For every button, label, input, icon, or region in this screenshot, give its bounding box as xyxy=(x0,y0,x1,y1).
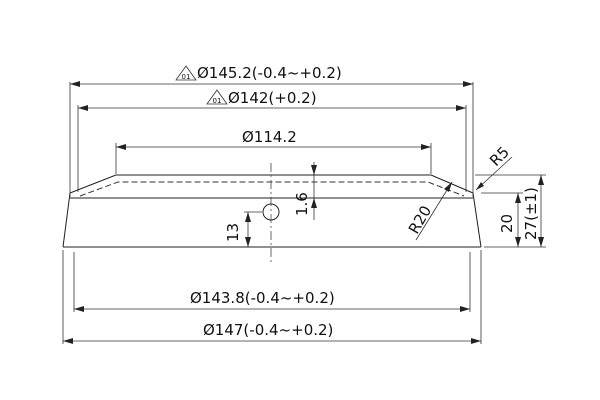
part-outline xyxy=(62,174,482,248)
corner-radius-label: R5 xyxy=(486,143,513,170)
hole-offset-label: 13 xyxy=(224,223,242,242)
bottom-diameter-label: Ø147(-0.4~+0.2) xyxy=(203,321,333,339)
extension-lines xyxy=(62,82,546,344)
datum-label: 01 xyxy=(182,73,191,81)
datum-triangle-1: 01 xyxy=(175,65,197,81)
side-height-label: 20 xyxy=(498,214,516,233)
top-face-diameter-label: Ø114.2 xyxy=(242,128,297,146)
dimension-lines xyxy=(63,81,544,344)
total-height-label: 27(±1) xyxy=(522,187,540,240)
datum-triangle-2: 01 xyxy=(206,89,228,105)
inner-top-diameter-label: Ø142(+0.2) xyxy=(228,89,317,107)
datum-label: 01 xyxy=(213,97,222,105)
outer-top-diameter-label: Ø145.2(-0.4~+0.2) xyxy=(197,64,342,82)
chamfer-radius-label: R20 xyxy=(405,202,435,237)
lower-diameter-label: Ø143.8(-0.4~+0.2) xyxy=(190,289,335,307)
hole-depth-label: 1.6 xyxy=(293,192,311,216)
